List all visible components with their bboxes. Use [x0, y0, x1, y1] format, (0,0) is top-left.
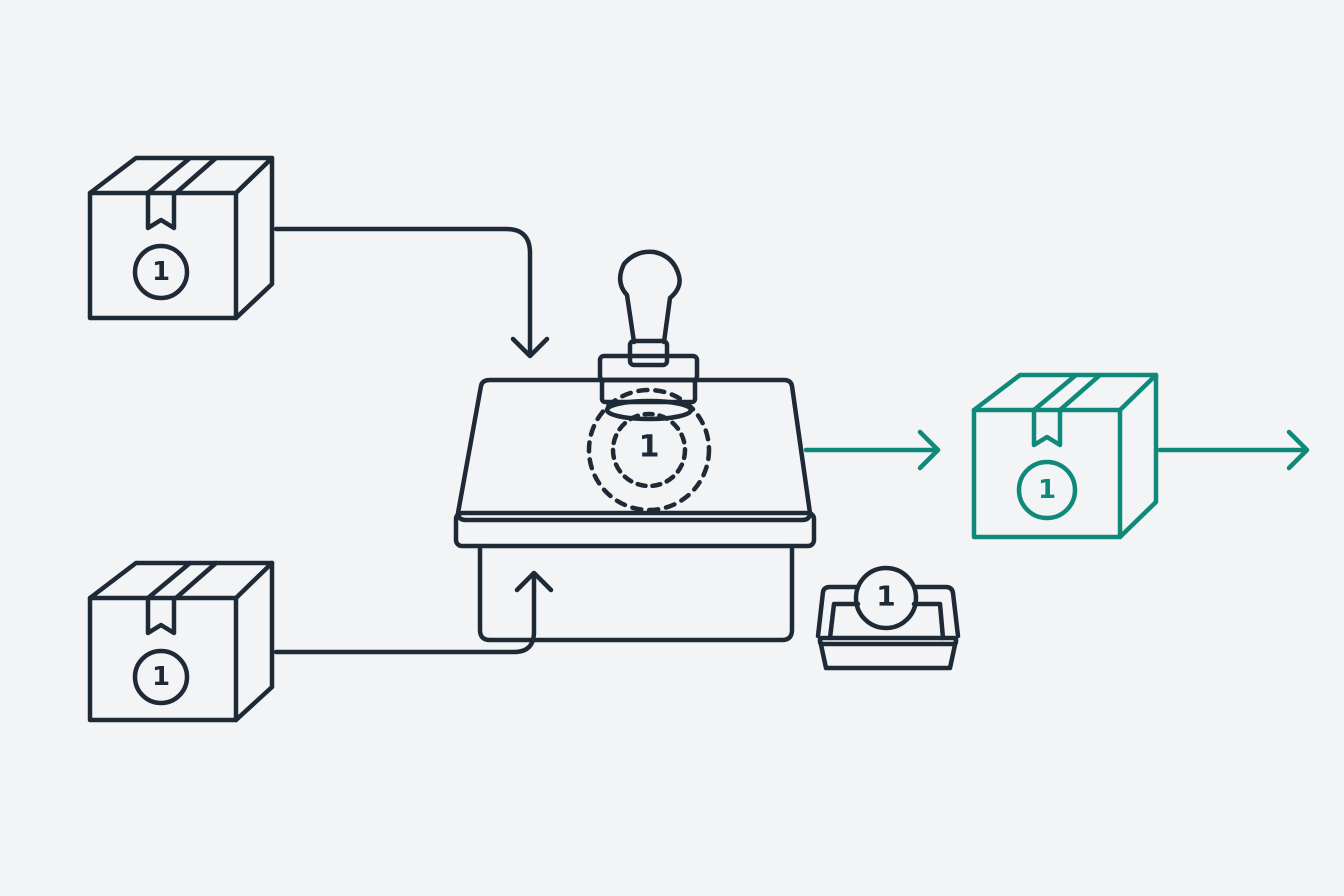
package-icon — [971, 372, 1159, 540]
output-package: 1 — [971, 372, 1159, 540]
badge-digit: 1 — [152, 662, 170, 692]
arrow-right-icon — [917, 429, 941, 471]
arrow-down-icon — [510, 336, 550, 359]
arrow-right-icon — [1286, 429, 1310, 471]
package-icon — [87, 155, 275, 321]
stamp-press-icon — [453, 249, 817, 643]
input-package-bottom: 1 — [87, 560, 275, 723]
badge-digit: 1 — [876, 580, 895, 613]
connector-bottom-to-press — [273, 570, 554, 655]
token-tray: 1 — [815, 565, 961, 671]
connector-output-exit — [1157, 429, 1310, 471]
arrow-up-icon — [514, 570, 554, 593]
badge-coin: 1 — [1016, 459, 1078, 521]
badge-coin: 1 — [132, 648, 190, 706]
badge-digit: 1 — [152, 257, 170, 287]
token-tray-icon — [815, 584, 961, 671]
input-package-top: 1 — [87, 155, 275, 321]
badge-digit: 1 — [1038, 475, 1056, 505]
package-icon — [87, 560, 275, 723]
badge-coin: 1 — [132, 243, 190, 301]
connector-top-to-press — [273, 226, 550, 359]
connector-press-to-output — [803, 429, 941, 471]
stamp-press: 1 — [453, 249, 817, 643]
stamp-digit: 1 — [639, 430, 660, 465]
badge-coin: 1 — [853, 565, 919, 631]
